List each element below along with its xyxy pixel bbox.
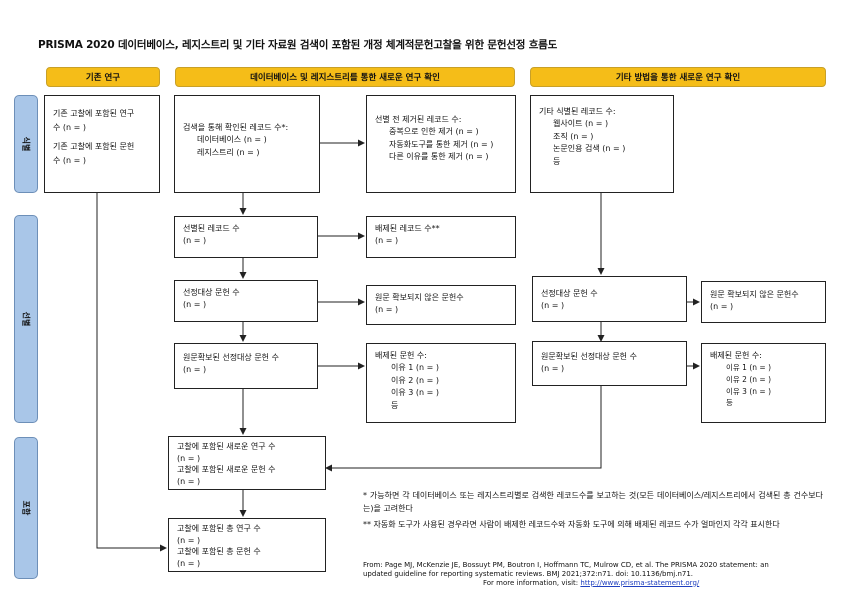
more-info: For more information, visit: http://www.… xyxy=(363,579,833,588)
other-reports-sought-count: (n = ) xyxy=(541,301,565,311)
other-reports-assessed-box: 원문확보된 선정대상 문헌 수 (n = ) xyxy=(532,341,687,386)
citation-line-2: updated guideline for reporting systemat… xyxy=(363,569,694,578)
total-studies-included-box: 고찰에 포함된 총 연구 수 (n = ) 고찰에 포함된 총 문헌 수 (n … xyxy=(168,518,326,572)
new-studies-label: 고찰에 포함된 새로운 연구 수 xyxy=(177,442,276,451)
records-screened-label: 선별된 레코드 수 xyxy=(183,224,240,233)
footnote-2: ** 자동화 도구가 사용된 경우라면 사람이 배제한 레코드수와 자동화 도구… xyxy=(363,520,780,530)
prev-studies-count: 수 (n = ) xyxy=(53,122,87,132)
total-reports-count: (n = ) xyxy=(177,558,201,568)
new-reports-count: (n = ) xyxy=(177,476,201,486)
records-excluded-label: 배제된 레코드 수** xyxy=(375,224,440,233)
total-studies-label: 고찰에 포함된 총 연구 수 xyxy=(177,524,261,533)
other-organisations: 조직 (n = ) xyxy=(553,131,594,141)
other-reports-sought-label: 선정대상 문헌 수 xyxy=(541,289,598,298)
other-websites: 웹사이트 (n = ) xyxy=(553,119,609,129)
diagram-title: PRISMA 2020 데이터베이스, 레지스트리 및 기타 자료원 검색이 포… xyxy=(38,39,558,51)
other-records-identified-box: 기타 식별된 레코드 수: 웹사이트 (n = ) 조직 (n = ) 논문인용… xyxy=(530,95,674,193)
reports-sought-box: 선정대상 문헌 수 (n = ) xyxy=(174,280,318,322)
header-existing-studies: 기존 연구 xyxy=(46,67,160,87)
other-not-retrieved-label: 원문 확보되지 않은 문헌수 xyxy=(710,290,799,299)
other-reports-not-retrieved-box: 원문 확보되지 않은 문헌수 (n = ) xyxy=(701,281,826,323)
removed-automation: 자동화도구를 통한 제거 (n = ) xyxy=(389,139,494,149)
total-studies-count: (n = ) xyxy=(177,535,201,545)
footnote-1: * 가능하면 각 데이터베이스 또는 레지스트리별로 검색한 레코드수를 보고하… xyxy=(363,491,823,514)
reports-not-retrieved-label: 원문 확보되지 않은 문헌수 xyxy=(375,293,464,302)
footnotes: * 가능하면 각 데이터베이스 또는 레지스트리별로 검색한 레코드수를 보고하… xyxy=(363,489,823,532)
stage-identification: 식별 xyxy=(14,95,38,193)
records-excluded-count: (n = ) xyxy=(375,236,399,246)
records-databases: 데이터베이스 (n = ) xyxy=(197,135,267,145)
other-not-retrieved-count: (n = ) xyxy=(710,302,734,312)
other-citation-searching: 논문인용 검색 (n = ) xyxy=(553,144,626,154)
other-reason-etc: 등 xyxy=(726,398,733,408)
records-screened-count: (n = ) xyxy=(183,236,207,246)
records-screened-box: 선별된 레코드 수 (n = ) xyxy=(174,216,318,258)
prev-studies-label: 기존 고찰에 포함된 연구 xyxy=(53,109,135,118)
prev-reports-count: 수 (n = ) xyxy=(53,155,87,165)
connector-prev-to-total xyxy=(96,193,167,552)
reports-excluded-reasons-box: 배제된 문헌 수: 이유 1 (n = ) 이유 2 (n = ) 이유 3 (… xyxy=(366,343,516,423)
other-records-label: 기타 식별된 레코드 수: xyxy=(539,107,616,116)
prev-reports-label: 기존 고찰에 포함된 문헌 xyxy=(53,142,135,152)
stage-screening: 선별 xyxy=(14,215,38,423)
reports-not-retrieved-box: 원문 확보되지 않은 문헌수 (n = ) xyxy=(366,285,516,325)
other-assessed-label: 원문확보된 선정대상 문헌 수 xyxy=(541,352,637,361)
reports-sought-count: (n = ) xyxy=(183,300,207,310)
new-studies-included-box: 고찰에 포함된 새로운 연구 수 (n = ) 고찰에 포함된 새로운 문헌 수… xyxy=(168,436,326,490)
other-reasons-label: 배제된 문헌 수: xyxy=(710,351,762,360)
more-info-prefix: For more information, visit: xyxy=(483,578,581,587)
records-removed-label: 선별 전 제거된 레코드 수: xyxy=(375,115,462,124)
other-reports-sought-box: 선정대상 문헌 수 (n = ) xyxy=(532,276,687,322)
reason-3: 이유 3 (n = ) xyxy=(391,388,439,398)
reports-sought-label: 선정대상 문헌 수 xyxy=(183,288,240,297)
header-other-methods: 기타 방법을 통한 새로운 연구 확인 xyxy=(530,67,826,87)
other-reason-1: 이유 1 (n = ) xyxy=(726,363,771,373)
reason-1: 이유 1 (n = ) xyxy=(391,363,439,373)
removed-duplicates: 중복으로 인한 제거 (n = ) xyxy=(389,127,479,137)
reasons-label: 배제된 문헌 수: xyxy=(375,351,427,360)
citation-line-1: From: Page MJ, McKenzie JE, Bossuyt PM, … xyxy=(363,561,769,569)
other-reason-3: 이유 3 (n = ) xyxy=(726,386,771,396)
reports-assessed-label: 원문확보된 선정대상 문헌 수 xyxy=(183,353,279,362)
prisma-statement-link[interactable]: http://www.prisma-statement.org/ xyxy=(580,578,700,587)
header-database-registers: 데이터베이스 및 레지스트리를 통한 새로운 연구 확인 xyxy=(175,67,515,87)
connector-other-assessed-to-new-included xyxy=(325,386,602,472)
reason-2: 이유 2 (n = ) xyxy=(391,375,439,385)
new-studies-count: (n = ) xyxy=(177,453,201,463)
records-identified-box: 검색을 통해 확인된 레코드 수*: 데이터베이스 (n = ) 레지스트리 (… xyxy=(174,95,320,193)
stage-included: 포함 xyxy=(14,437,38,579)
records-registers: 레지스트리 (n = ) xyxy=(197,147,260,157)
total-reports-label: 고찰에 포함된 총 문헌 수 xyxy=(177,547,261,557)
reports-not-retrieved-count: (n = ) xyxy=(375,305,399,315)
removed-other: 다른 이유를 통한 제거 (n = ) xyxy=(389,152,489,162)
records-excluded-box: 배제된 레코드 수** (n = ) xyxy=(366,216,516,258)
other-reports-excluded-reasons-box: 배제된 문헌 수: 이유 1 (n = ) 이유 2 (n = ) 이유 3 (… xyxy=(701,343,826,423)
previous-review-box: 기존 고찰에 포함된 연구 수 (n = ) 기존 고찰에 포함된 문헌 수 (… xyxy=(44,95,160,193)
records-removed-box: 선별 전 제거된 레코드 수: 중복으로 인한 제거 (n = ) 자동화도구를… xyxy=(366,95,516,193)
other-etc: 등 xyxy=(553,156,561,166)
reports-assessed-count: (n = ) xyxy=(183,365,207,375)
reports-assessed-box: 원문확보된 선정대상 문헌 수 (n = ) xyxy=(174,343,318,389)
other-reason-2: 이유 2 (n = ) xyxy=(726,375,771,385)
citation: From: Page MJ, McKenzie JE, Bossuyt PM, … xyxy=(363,561,833,587)
records-identified-label: 검색을 통해 확인된 레코드 수*: xyxy=(183,123,289,132)
reason-etc: 등 xyxy=(391,400,399,410)
other-assessed-count: (n = ) xyxy=(541,364,565,374)
new-reports-label: 고찰에 포함된 새로운 문헌 수 xyxy=(177,465,276,475)
